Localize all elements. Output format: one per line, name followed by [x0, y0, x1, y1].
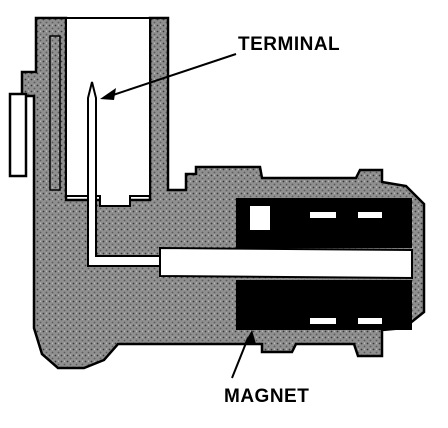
magnet-leader-line [231, 337, 249, 379]
terminal-label: TERMINAL [238, 34, 340, 55]
connector-cavity [65, 17, 151, 207]
flange-slot [8, 92, 28, 178]
cavity-left-wall [49, 35, 61, 191]
lower-slot-1 [310, 318, 336, 324]
magnet-arrowhead [244, 330, 256, 344]
terminal-arrowhead [100, 88, 116, 100]
magnet-label: MAGNET [224, 386, 309, 407]
magnet-window [250, 206, 270, 230]
upper-slot-2 [358, 212, 382, 218]
upper-slot-1 [310, 212, 336, 218]
lower-slot-2 [358, 318, 382, 324]
terminal-leader-line [109, 53, 237, 97]
core-shaft [159, 246, 413, 280]
